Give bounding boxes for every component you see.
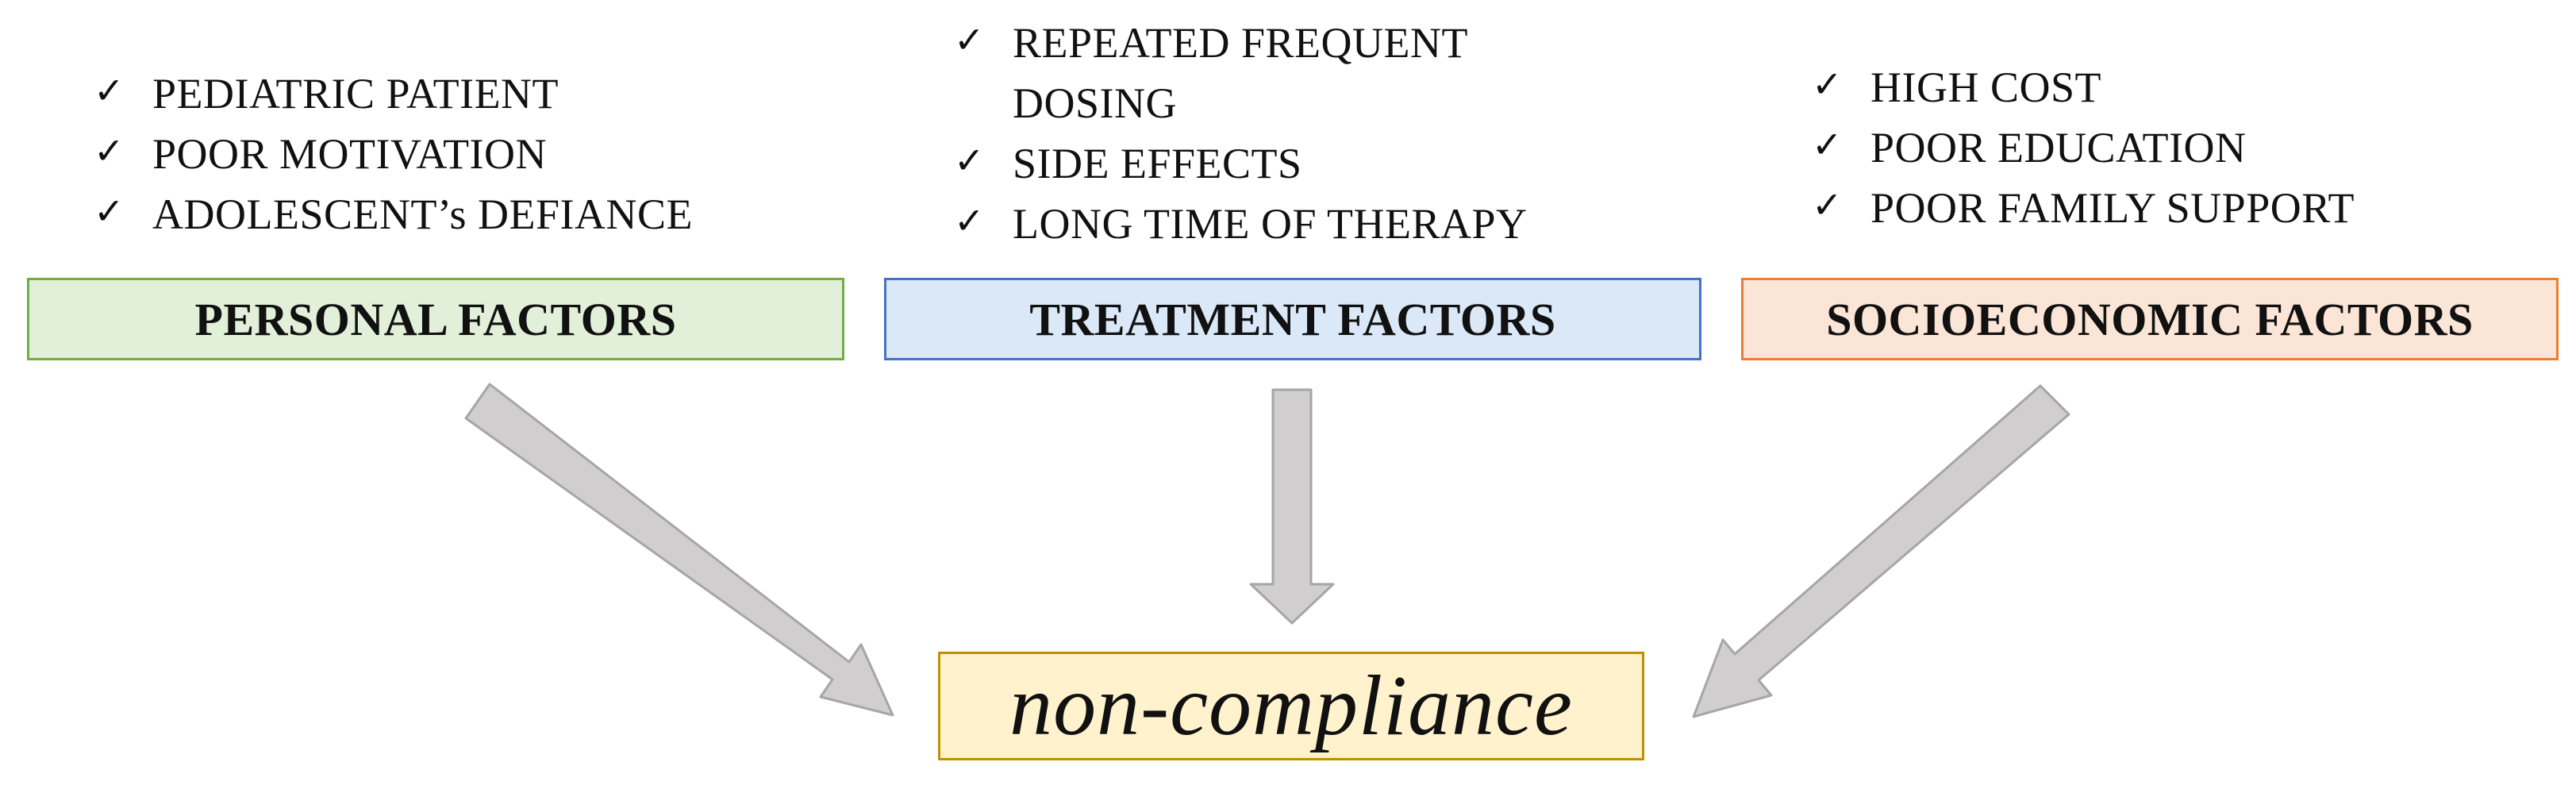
checkmark-icon: ✓ xyxy=(94,69,125,112)
outcome-label: non-compliance xyxy=(1009,658,1573,753)
personal-item-label: PEDIATRIC PATIENT xyxy=(152,70,559,117)
checkmark-icon: ✓ xyxy=(954,199,986,242)
list-item: ✓ LONG TIME OF THERAPY xyxy=(954,194,1668,254)
list-item: ✓ POOR EDUCATION xyxy=(1812,117,2526,178)
socioeconomic-factors-title: SOCIOECONOMIC FACTORS xyxy=(1826,293,2474,345)
personal-factors-box: PERSONAL FACTORS xyxy=(27,278,844,360)
treatment-factors-box: TREATMENT FACTORS xyxy=(884,278,1701,360)
list-item: ✓ PEDIATRIC PATIENT xyxy=(94,63,808,124)
list-item: ✓ HIGH COST xyxy=(1812,57,2526,117)
personal-item-label: ADOLESCENT’s DEFIANCE xyxy=(152,190,693,238)
outcome-box: non-compliance xyxy=(938,652,1644,760)
list-item: ✓ POOR MOTIVATION xyxy=(94,124,808,184)
list-item: ✓ POOR FAMILY SUPPORT xyxy=(1812,178,2526,238)
arrow-treatment-to-outcome xyxy=(1249,388,1335,625)
arrow-personal-to-outcome xyxy=(464,383,894,717)
personal-factors-title: PERSONAL FACTORS xyxy=(194,293,677,345)
personal-factors-list: ✓ PEDIATRIC PATIENT ✓ POOR MOTIVATION ✓ … xyxy=(94,63,808,244)
treatment-item-label: REPEATED FREQUENT DOSING xyxy=(1013,19,1468,127)
checkmark-icon: ✓ xyxy=(1812,183,1844,226)
treatment-factors-list: ✓ REPEATED FREQUENT DOSING ✓ SIDE EFFECT… xyxy=(954,13,1668,254)
checkmark-icon: ✓ xyxy=(954,18,986,61)
personal-item-label: POOR MOTIVATION xyxy=(152,130,548,178)
list-item: ✓ SIDE EFFECTS xyxy=(954,133,1668,194)
socioeconomic-item-label: HIGH COST xyxy=(1870,63,2102,111)
treatment-item-label: SIDE EFFECTS xyxy=(1013,140,1302,187)
socioeconomic-factors-list: ✓ HIGH COST ✓ POOR EDUCATION ✓ POOR FAMI… xyxy=(1812,57,2526,238)
arrow-socioeconomic-to-outcome xyxy=(1692,384,2070,718)
treatment-factors-title: TREATMENT FACTORS xyxy=(1029,293,1556,345)
list-item: ✓ REPEATED FREQUENT DOSING xyxy=(954,13,1668,133)
socioeconomic-factors-box: SOCIOECONOMIC FACTORS xyxy=(1741,278,2559,360)
checkmark-icon: ✓ xyxy=(94,129,125,172)
checkmark-icon: ✓ xyxy=(954,139,986,182)
checkmark-icon: ✓ xyxy=(94,190,125,233)
checkmark-icon: ✓ xyxy=(1812,63,1844,106)
list-item: ✓ ADOLESCENT’s DEFIANCE xyxy=(94,184,808,244)
treatment-item-label: LONG TIME OF THERAPY xyxy=(1013,200,1528,248)
socioeconomic-item-label: POOR FAMILY SUPPORT xyxy=(1870,184,2355,232)
socioeconomic-item-label: POOR EDUCATION xyxy=(1870,124,2247,171)
checkmark-icon: ✓ xyxy=(1812,123,1844,166)
